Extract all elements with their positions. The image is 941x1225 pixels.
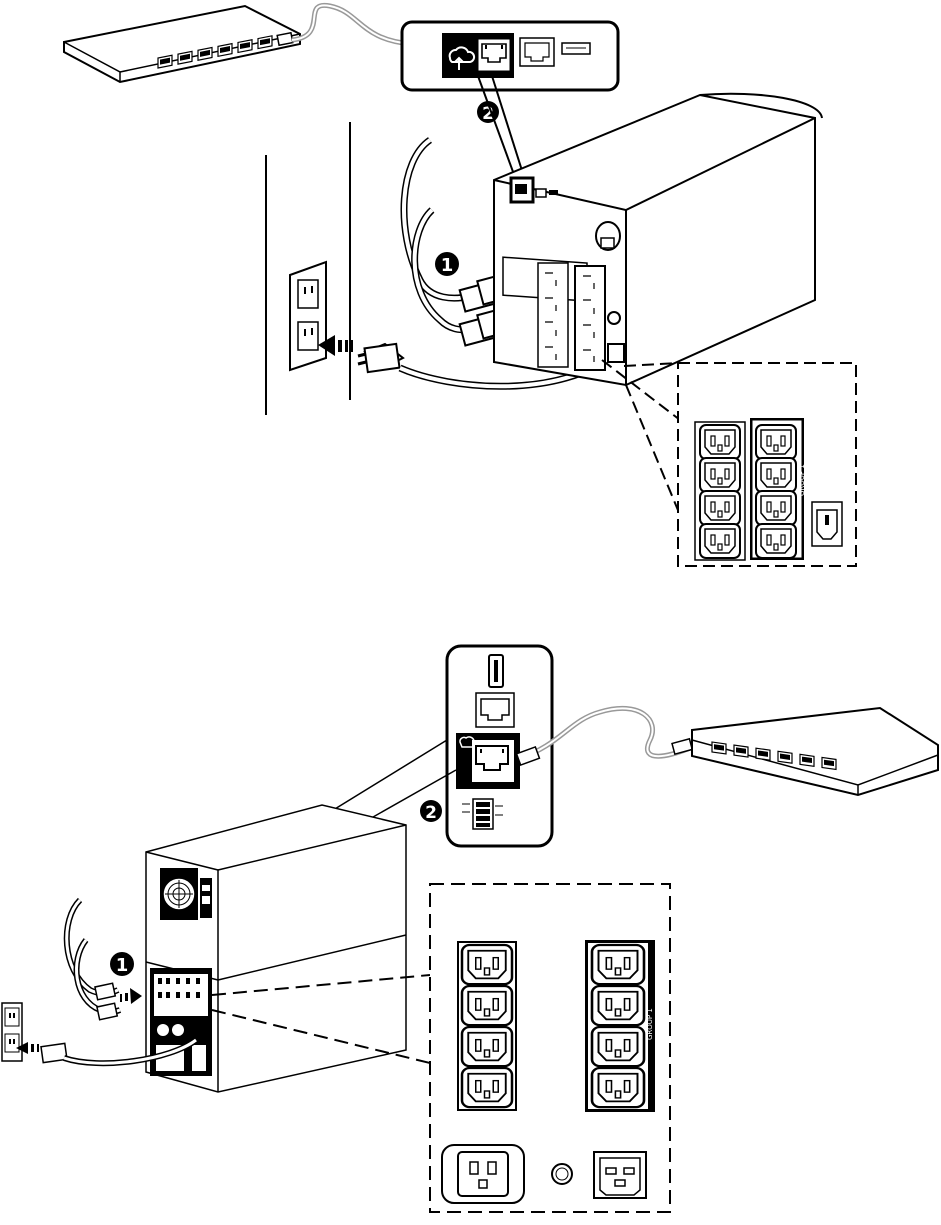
wall-outlet-icon bbox=[2, 1003, 22, 1061]
port-callout-top bbox=[402, 22, 618, 90]
iec-inlet-icon bbox=[812, 502, 842, 546]
wall-outlet-icon bbox=[290, 262, 326, 370]
power-plug-icon bbox=[358, 344, 403, 372]
svg-text:GROUP 1: GROUP 1 bbox=[646, 1008, 654, 1040]
svg-text:2: 2 bbox=[425, 803, 437, 823]
usb-port-icon bbox=[489, 655, 503, 687]
breaker-icon bbox=[552, 1164, 572, 1184]
top-figure: 2 bbox=[64, 5, 856, 566]
ups-tower-top bbox=[494, 94, 822, 385]
outlet-detail-callout-top: GROUP 1 bbox=[602, 360, 856, 566]
network-switch-icon bbox=[64, 6, 300, 82]
power-plug-icon bbox=[41, 1043, 67, 1062]
step-1-badge-top: 1 bbox=[435, 252, 459, 276]
fan-icon bbox=[160, 868, 198, 920]
bottom-figure: 2 bbox=[2, 646, 938, 1212]
step-2-badge-bottom: 2 bbox=[420, 800, 442, 823]
svg-text:1: 1 bbox=[116, 955, 129, 976]
step-1-badge-bottom: 1 bbox=[110, 952, 134, 976]
ethernet-port-icon bbox=[520, 38, 554, 66]
power-plug-icon bbox=[95, 983, 117, 1019]
ethernet-port-icon bbox=[476, 693, 514, 727]
input-socket bbox=[596, 222, 620, 250]
network-switch-icon bbox=[692, 708, 938, 795]
svg-text:1: 1 bbox=[441, 255, 454, 276]
usb-port-icon bbox=[562, 43, 590, 54]
iec-c19-outlet-icon bbox=[442, 1145, 524, 1203]
ethernet-port-icon bbox=[472, 740, 514, 782]
insert-arrow-ups bbox=[120, 988, 142, 1004]
svg-text:GROUP 1: GROUP 1 bbox=[798, 464, 806, 496]
iec-inlet-icon bbox=[594, 1152, 646, 1198]
ethernet-cable bbox=[292, 5, 412, 44]
ethernet-port-icon bbox=[479, 40, 509, 70]
port-callout-bottom bbox=[447, 646, 552, 846]
